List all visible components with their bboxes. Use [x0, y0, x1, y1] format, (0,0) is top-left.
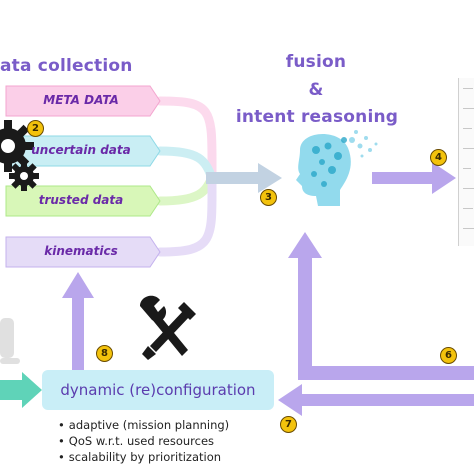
- bullet-item: scalability by prioritization: [58, 449, 229, 465]
- label-kinematics: kinematics: [44, 244, 118, 258]
- gears-icon: [0, 120, 39, 191]
- data-boxes: [5, 85, 161, 268]
- box-meta-data: [5, 85, 161, 117]
- badge-6: 6: [440, 347, 457, 364]
- title-amp: &: [308, 80, 324, 100]
- badge-8: 8: [96, 345, 113, 362]
- feedback-arrow-6: [288, 232, 474, 380]
- title-fusion: fusion: [285, 52, 347, 72]
- box-kinematics: [5, 236, 161, 268]
- tools-icon: [140, 295, 196, 360]
- badge-7: 7: [280, 416, 297, 433]
- merge-curves: [155, 96, 217, 257]
- config-box-label: dynamic (re)configuration: [60, 381, 256, 399]
- config-box: dynamic (re)configuration: [42, 370, 274, 410]
- config-bullets: adaptive (mission planning) QoS w.r.t. u…: [58, 417, 229, 465]
- bullet-item: adaptive (mission planning): [58, 417, 229, 433]
- teal-input-arrow: [0, 372, 42, 408]
- badge-4: 4: [430, 149, 447, 166]
- label-meta-data: META DATA: [43, 93, 119, 107]
- brain-head-icon: [296, 130, 378, 206]
- fusion-input-arrow: [206, 163, 282, 193]
- feedback-arrow-7: [278, 384, 474, 416]
- config-up-arrow-8: [62, 272, 94, 370]
- title-data-collection: ata collection: [0, 56, 133, 76]
- label-trusted-data: trusted data: [38, 193, 124, 207]
- label-uncertain-data: uncertain data: [31, 143, 131, 157]
- title-intent-reasoning: intent reasoning: [235, 107, 399, 127]
- box-trusted-data: [5, 185, 161, 217]
- output-arrow: [372, 162, 456, 194]
- badge-3: 3: [260, 189, 277, 206]
- bullet-item: QoS w.r.t. used resources: [58, 433, 229, 449]
- badge-2: 2: [27, 120, 44, 137]
- robot-icon: [0, 318, 20, 364]
- monitor-screen: [458, 78, 474, 246]
